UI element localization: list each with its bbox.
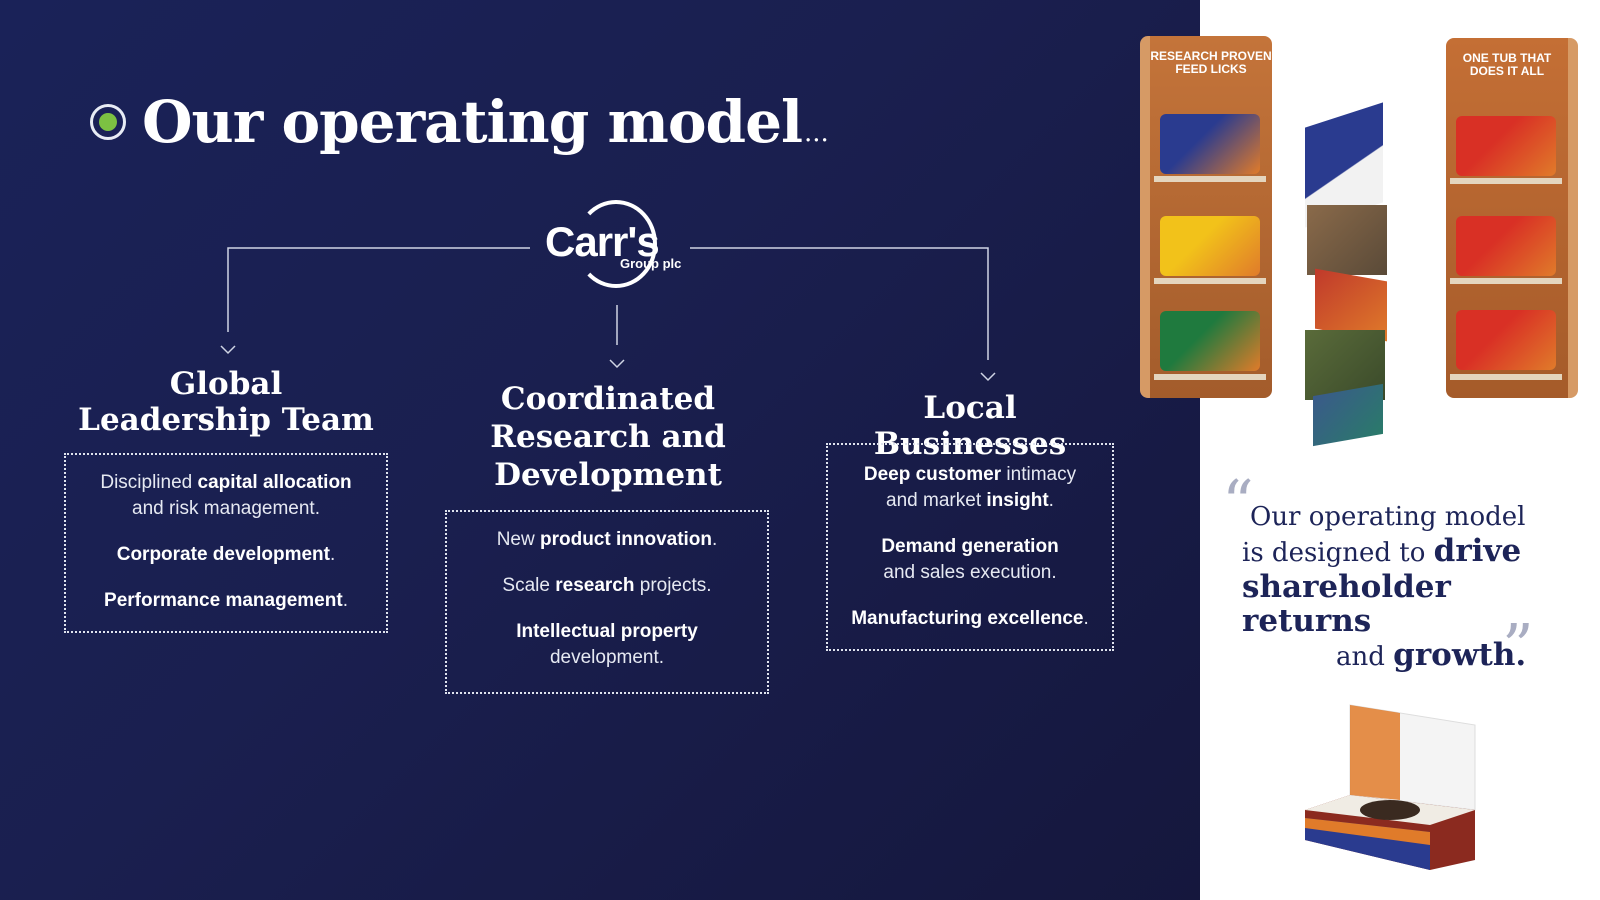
quote-line: is designed to drive	[1242, 534, 1572, 570]
quote-text-bold: shareholder returns	[1242, 569, 1451, 639]
item-text-bold: Performance management	[104, 590, 343, 611]
item-line: New product innovation.	[447, 527, 767, 553]
item-line: and risk management.	[132, 498, 320, 519]
heading-line: Research and	[490, 419, 726, 455]
item-text-bold: product innovation	[539, 529, 713, 550]
item-text-bold: research	[555, 575, 635, 596]
item-text-bold: Demand generation	[881, 536, 1059, 557]
item-line: and sales execution.	[883, 562, 1057, 583]
item-text-bold: insight	[986, 490, 1049, 511]
logo-name: Carr's	[545, 218, 660, 265]
heading-global-leadership: Global Leadership Team	[64, 366, 388, 438]
item-text: .	[1083, 608, 1089, 629]
item-line: Disciplined capital allocation	[66, 470, 386, 496]
box-local-businesses: Deep customer intimacy and market insigh…	[826, 443, 1114, 651]
display-label: ONE TUB THAT DOES IT ALL	[1446, 52, 1568, 78]
page-title: Our operating model	[142, 88, 803, 156]
green-tub	[1160, 311, 1260, 371]
shelf	[1450, 278, 1562, 284]
item-text: intimacy	[1001, 464, 1077, 485]
item-line: Performance management.	[66, 588, 386, 614]
item-text-bold: Corporate development	[116, 544, 330, 565]
item-line: Manufacturing excellence.	[828, 606, 1112, 632]
quote-text-bold: growth.	[1393, 637, 1527, 673]
quote-text: and	[1336, 642, 1394, 672]
item-text-bold: capital allocation	[197, 472, 352, 493]
item-text: and market	[886, 490, 987, 511]
quote-text-bold: drive	[1433, 533, 1522, 569]
shelf	[1154, 176, 1266, 182]
display-label-line: RESEARCH PROVEN	[1150, 49, 1272, 63]
heading-line: Development	[494, 457, 722, 493]
heading-line: Coordinated	[500, 381, 716, 417]
yellow-tub	[1160, 216, 1260, 276]
tower-panel	[1313, 383, 1383, 447]
item-text: .	[1048, 490, 1054, 511]
title-ellipsis: ...	[804, 118, 829, 148]
open-quote-icon: “	[1222, 466, 1254, 539]
heading-research-development: Coordinated Research and Development	[448, 380, 768, 494]
tower-panel	[1307, 205, 1387, 275]
item-line: Deep customer intimacy	[828, 462, 1112, 488]
quote-text: is designed to	[1242, 538, 1434, 568]
red-tub	[1456, 216, 1556, 276]
display-label: RESEARCH PROVEN FEED LICKS	[1150, 50, 1272, 76]
logo-ring	[575, 200, 657, 288]
product-display-right-image: ONE TUB THAT DOES IT ALL	[1446, 38, 1578, 398]
item-line: and market insight.	[828, 488, 1112, 514]
carrs-logo: Carr's Group plc	[545, 200, 685, 290]
logo-subtitle: Group plc	[620, 256, 682, 271]
item-line: Corporate development.	[66, 542, 386, 568]
red-tub	[1456, 116, 1556, 176]
shelf	[1154, 278, 1266, 284]
red-tub	[1456, 310, 1556, 370]
blue-tub	[1160, 114, 1260, 174]
heading-line: Leadership Team	[78, 402, 374, 438]
heading-line: Global	[169, 366, 283, 402]
item-line: Scale research projects.	[447, 573, 767, 599]
item-text: Scale	[502, 575, 556, 596]
item-text-bold: Intellectual property	[516, 621, 698, 642]
item-text: New	[496, 529, 540, 550]
display-label-line: DOES IT ALL	[1469, 64, 1545, 78]
navy-background-panel	[0, 0, 1200, 900]
pull-quote: “ Our operating model is designed to dri…	[1222, 472, 1572, 683]
easy-breather-display-image	[1305, 704, 1476, 870]
shelf	[1450, 374, 1562, 380]
item-text: Disciplined	[100, 472, 198, 493]
close-quote-icon: ”	[1502, 610, 1534, 683]
item-text: projects.	[634, 575, 712, 596]
bullet-icon	[90, 104, 126, 140]
item-text: .	[342, 590, 348, 611]
tower-display-image	[1305, 85, 1415, 450]
item-text-bold: Deep customer	[863, 464, 1002, 485]
item-text: .	[712, 529, 718, 550]
shelf	[1450, 178, 1562, 184]
box-research-development: New product innovation. Scale research p…	[445, 510, 769, 694]
shelf	[1154, 374, 1266, 380]
item-line: development.	[549, 647, 665, 668]
product-display-left-image: RESEARCH PROVEN FEED LICKS	[1140, 36, 1272, 398]
quote-line: and growth.	[1242, 638, 1572, 674]
item-text-bold: Manufacturing excellence	[851, 608, 1084, 629]
display-label-line: ONE TUB THAT	[1462, 51, 1552, 65]
title-row: Our operating model ...	[90, 88, 829, 156]
box-global-leadership: Disciplined capital allocation and risk …	[64, 453, 388, 633]
display-label-line: FEED LICKS	[1175, 62, 1247, 76]
quote-line: Our operating model	[1250, 502, 1526, 532]
item-text: .	[329, 544, 336, 565]
